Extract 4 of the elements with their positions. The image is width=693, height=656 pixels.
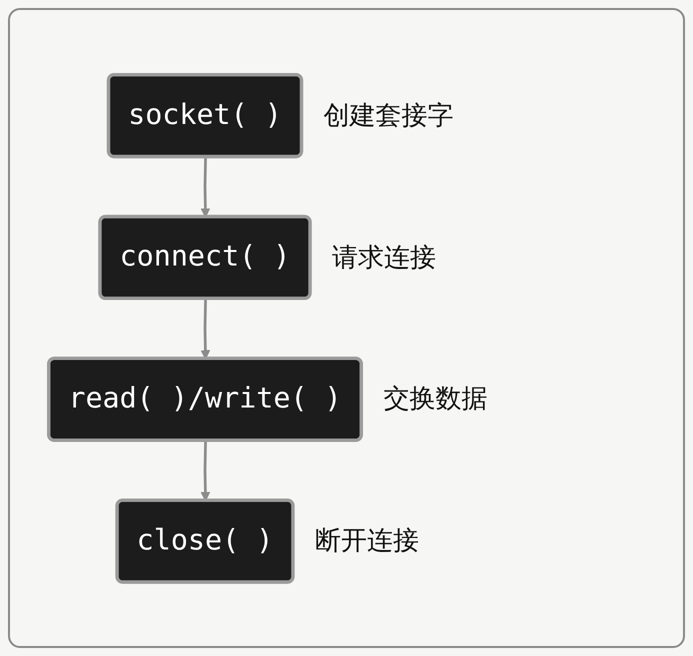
- step-caption: 创建套接字: [323, 100, 454, 133]
- step-caption: 请求连接: [332, 242, 436, 275]
- step-caption: 断开连接: [314, 525, 419, 558]
- step-caption: 交换数据: [383, 383, 488, 416]
